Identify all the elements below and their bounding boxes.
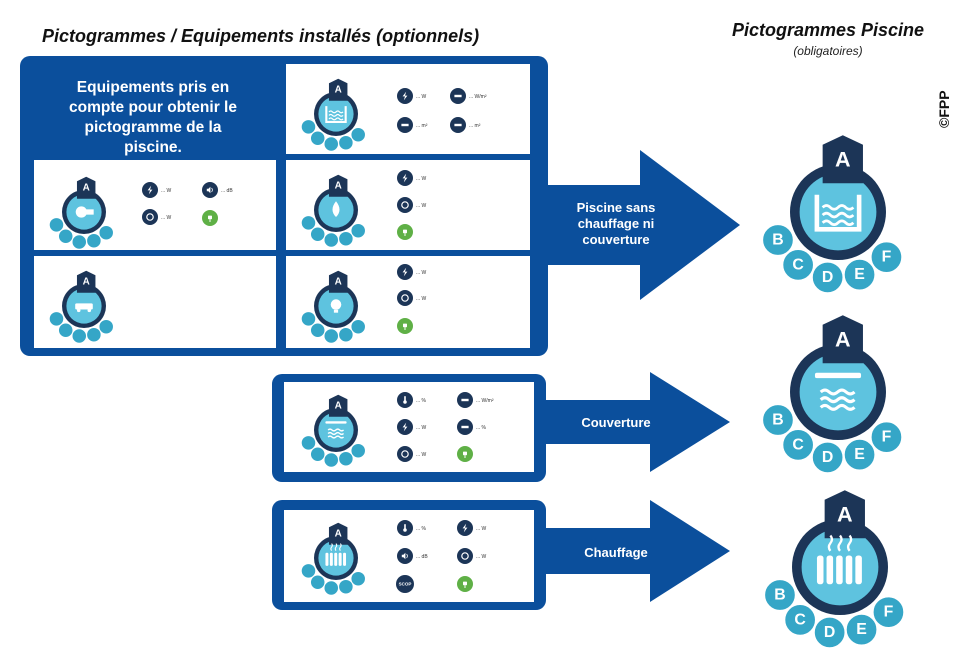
svg-text:E: E [854,266,865,283]
rating-class-c: C [781,248,815,282]
svg-text:C: C [792,256,803,273]
rating-class-d: D [812,615,847,650]
svg-text:F: F [884,604,894,621]
svg-text:B: B [772,231,783,248]
rating-class-e: E [844,612,879,647]
svg-text:C: C [792,436,803,453]
arrow-label-no-heating: Piscine sans chauffage ni couverture [576,200,656,247]
svg-text:D: D [824,624,835,641]
rating-class-f: F [869,240,904,275]
equipment-cell-treatment [286,160,530,250]
svg-text:F: F [882,249,892,266]
rating-class-f: F [871,595,906,630]
arrow-label-cover: Couverture [581,415,651,430]
svg-text:B: B [774,586,785,603]
panel-description: Equipements pris en compte pour obtenir … [54,78,252,158]
rating-class-d: D [810,260,845,295]
rating-tag [822,315,863,364]
equipment-cell-heater [284,510,534,602]
copyright-credit: ©FPP [936,90,952,128]
svg-text:E: E [854,446,865,463]
svg-text:C: C [794,611,805,628]
rating-tag [822,135,863,184]
pool-pictograms-title: Pictogrammes Piscine [731,20,925,40]
svg-text:A: A [837,502,853,527]
svg-text:A: A [835,147,851,172]
equipment-cell-robot [34,256,276,348]
rating-class-d: D [810,440,845,475]
rating-class-b: B [761,223,795,257]
svg-text:D: D [822,269,833,286]
pool-pictogram-cover: BC D EF A [755,309,921,475]
rating-class-b: B [761,403,795,437]
equipment-cell-pool [286,64,530,154]
svg-text:D: D [822,449,833,466]
rating-class-e: E [842,437,877,472]
svg-text:B: B [772,411,783,428]
svg-text:A: A [835,327,851,352]
rating-class-c: C [783,603,817,637]
rating-class-e: E [842,257,877,292]
arrow-label-heating: Chauffage [584,545,648,560]
rating-class-f: F [869,420,904,455]
rating-class-b: B [763,578,797,612]
svg-text:E: E [856,621,867,638]
equipment-cell-lighting [286,256,530,348]
pool-pictogram-heating: BC D EF A [757,484,923,650]
equipment-cell-cover [284,382,534,472]
pool-pictogram-no-heating: BC D EF A [755,129,921,295]
rating-class-c: C [781,428,815,462]
installed-equipment-title: Pictogrammes / Equipements installés (op… [42,26,480,46]
pool-pictograms-subtitle: (obligatoires) [793,44,863,58]
rating-tag [824,490,865,539]
equipment-cell-pump [34,160,276,250]
svg-text:F: F [882,429,892,446]
